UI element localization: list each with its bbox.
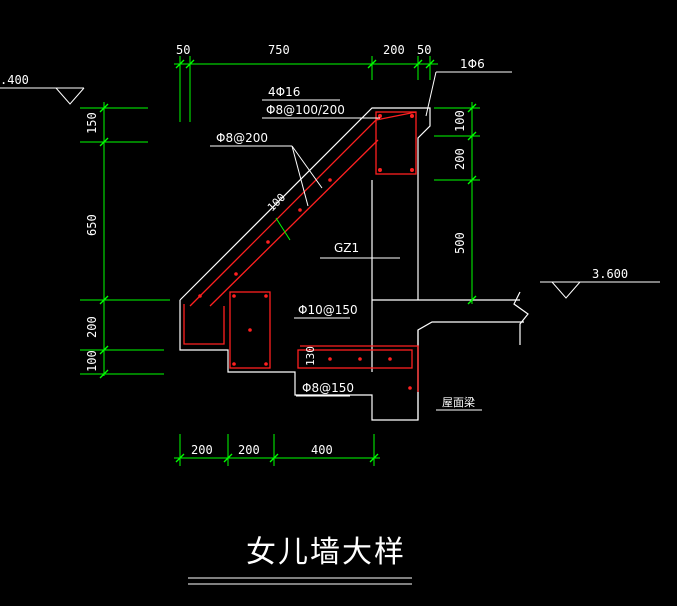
label-roof-beam: 屋面梁 xyxy=(442,395,475,409)
dim-top-200: 200 xyxy=(383,43,405,57)
text-layer: 50 750 200 50 150 650 200 100 100 200 50… xyxy=(0,43,628,570)
rebar-layer xyxy=(183,111,419,392)
drawing-title: 女儿墙大样 xyxy=(246,535,406,570)
dim-top-50b: 50 xyxy=(417,43,431,57)
dim-left-200: 200 xyxy=(85,316,99,338)
label-beam-bars: Φ10@150 xyxy=(298,303,358,317)
label-beam-stirrups: Φ8@150 xyxy=(302,381,354,395)
title-underline xyxy=(188,577,412,585)
label-corner-bar: 1Φ6 xyxy=(460,57,485,71)
label-slope-stirrups: Φ8@200 xyxy=(216,131,268,145)
dim-right-200: 200 xyxy=(453,148,467,170)
label-beam-dim: 130 xyxy=(304,346,317,366)
label-main-bars: 4Φ16 xyxy=(268,85,300,99)
dim-top-750: 750 xyxy=(268,43,290,57)
dim-right-100: 100 xyxy=(453,110,467,132)
elevation-marker-left xyxy=(55,87,85,105)
rebar-dots xyxy=(198,114,414,390)
leader-lines xyxy=(0,71,660,411)
label-column-tag: GZ1 xyxy=(334,241,359,255)
dim-right-500: 500 xyxy=(453,232,467,254)
dim-top-50a: 50 xyxy=(176,43,190,57)
dimension-ticks xyxy=(99,59,477,463)
beam-cage xyxy=(229,291,271,369)
dim-bottom-200a: 200 xyxy=(191,443,213,457)
dim-left-650: 650 xyxy=(85,214,99,236)
elevation-right: 3.600 xyxy=(592,267,628,281)
elevation-top: .400 xyxy=(0,73,29,87)
dim-left-100: 100 xyxy=(85,350,99,372)
dim-bottom-200b: 200 xyxy=(238,443,260,457)
dim-left-150: 150 xyxy=(85,112,99,134)
label-column-stirrups: Φ8@100/200 xyxy=(266,103,345,117)
column-cage xyxy=(375,111,417,175)
dim-bottom-400: 400 xyxy=(311,443,333,457)
elevation-marker-right xyxy=(551,281,581,299)
